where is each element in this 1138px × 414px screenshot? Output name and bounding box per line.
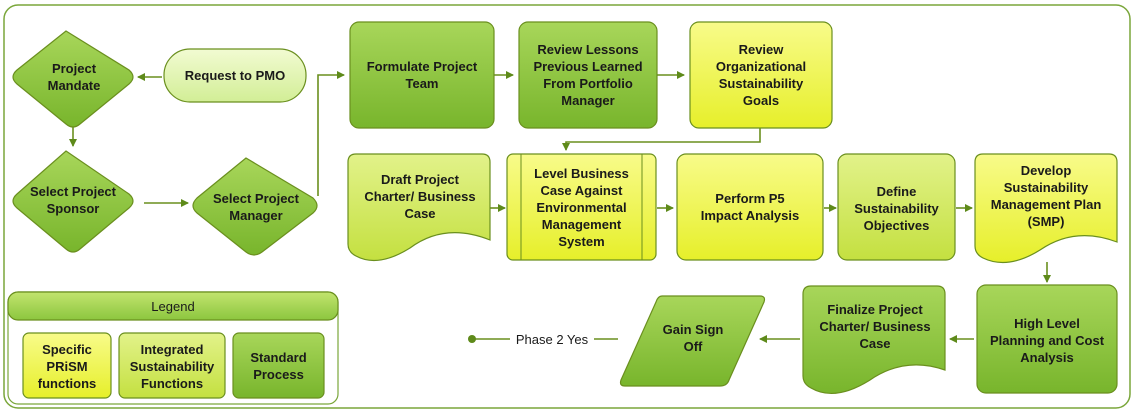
node-request-to-pmo [163, 48, 307, 103]
arrow-goals-to-level [562, 128, 761, 151]
node-gain-signoff [619, 295, 766, 387]
node-select-manager [192, 157, 318, 256]
node-define-objectives [837, 153, 956, 261]
node-select-sponsor [12, 150, 134, 253]
node-develop-smp [974, 153, 1118, 264]
node-perform-p5 [676, 153, 824, 261]
node-review-goals [689, 21, 833, 129]
node-finalize-charter [802, 285, 946, 394]
legend-swatch-standard [232, 332, 325, 399]
legend-swatch-integrated [118, 332, 226, 399]
node-high-level-planning [976, 284, 1118, 394]
node-level-business-case [506, 153, 657, 261]
legend-swatch-prism [22, 332, 112, 399]
node-draft-charter [347, 153, 491, 262]
arrow-manager-to-formulate [317, 71, 345, 196]
node-formulate-team [349, 21, 495, 129]
node-review-lessons [518, 21, 658, 129]
phase-2-endpoint [468, 335, 476, 343]
phase-label-background [510, 330, 594, 348]
legend-title-bar [7, 291, 339, 321]
node-project-mandate [12, 30, 134, 128]
